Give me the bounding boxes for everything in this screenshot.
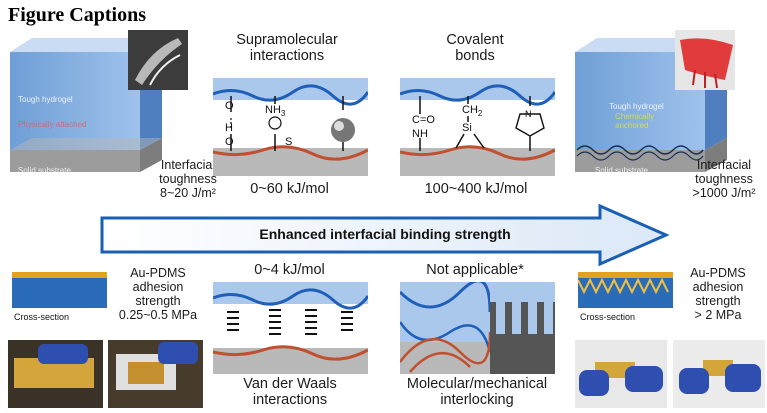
physically-attached-illustration: Tough hydrogel Physically attached Solid… [10,30,215,190]
chem-o-bottom: O [225,136,234,148]
au-pdms-left: Au-PDMS adhesion strength 0.25~0.5 MPa [108,266,208,322]
au-pdms-right: Au-PDMS adhesion strength > 2 MPa [672,266,764,322]
vdw-title: Van der Waals interactions [205,376,375,408]
physically-attached-label: Physically attached [18,120,87,129]
au-pdms-left-line2: adhesion [132,280,184,294]
tough-hydrogel-label-right: Tough hydrogel [609,102,664,111]
photos-right [575,340,765,408]
toughness-left: Interfacial toughness 8~20 J/m² [148,158,228,200]
chem-si: Si [462,122,472,134]
au-pdms-left-line1: Au-PDMS [130,266,186,280]
tough-hydrogel-label: Tough hydrogel [18,95,73,104]
covalent-title-line1: Covalent [446,32,504,48]
figure-heading: Figure Captions [8,4,146,26]
au-pdms-left-line3: strength [135,294,181,308]
chem-ch: CH [462,104,478,116]
chem-sub-3: 3 [280,109,286,119]
toughness-left-value: 8~20 J/m² [160,186,216,200]
interlock-diagram [398,279,555,374]
au-pdms-right-line2: adhesion [692,280,744,294]
supramolecular-energy: 0~60 kJ/mol [250,181,329,197]
interlock-header: Not applicable* [426,262,524,278]
chemically-anchored-illustration: Tough hydrogel Chemically anchored Solid… [575,30,765,190]
cross-section-left-label: Cross-section [14,312,70,322]
covalent-diagram: C=O NH CH2 Si N [399,78,557,176]
cross-section-right-label: Cross-section [580,312,636,322]
chem-ch2: CH2 [462,104,482,121]
cross-section-left: Cross-section [12,272,107,327]
chem-nh: NH [265,104,281,116]
chem-n-ring: N [525,109,532,119]
vdw-energy: 0~4 kJ/mol [254,262,325,278]
hydrogel-block [10,52,140,150]
toughness-right-value: >1000 J/m² [692,186,756,200]
red-hydrogel-photo [680,38,733,80]
vdw-diagram [212,282,370,374]
interlock-title-line1: Molecular/mechanical [406,376,548,392]
covalent-title-line2: bonds [455,48,495,64]
binding-strength-arrow [100,203,670,267]
interlock-title-line2: interlocking [440,392,514,408]
chem-nh-covalent: NH [412,128,428,140]
solid-substrate-label-right: Solid substrate [595,166,648,175]
chem-c-eq-o: C=O [412,114,435,126]
vdw-title-line2: interactions [252,392,328,408]
au-pdms-left-line4: 0.25~0.5 MPa [118,308,198,322]
covalent-energy: 100~400 kJ/mol [424,181,528,197]
cross-section-right: Cross-section [578,272,673,327]
hydrogel-top-face [10,38,162,52]
toughness-left-label: Interfacial toughness [159,158,217,186]
au-pdms-right-line3: strength [695,294,741,308]
toughness-right-label: Interfacial toughness [695,158,753,186]
chem-sub-2: 2 [477,109,483,119]
au-pdms-right-line4: > 2 MPa [694,308,742,322]
supramolecular-diagram: O H O NH3 S [212,78,370,176]
au-pdms-right-line1: Au-PDMS [690,266,746,280]
toughness-right: Interfacial toughness >1000 J/m² [683,158,765,200]
vdw-title-line1: Van der Waals [243,376,337,392]
chem-o-top: O [225,100,234,112]
substrate-block [10,150,140,172]
supramolecular-title-line2: interactions [249,48,325,64]
chem-nh3: NH3 [265,104,285,121]
photos-left [8,340,203,408]
chem-h: H [225,122,233,134]
chem-s: S [285,136,293,148]
interlock-title: Molecular/mechanical interlocking [392,376,562,408]
supramolecular-title: Supramolecular interactions [212,32,362,64]
supramolecular-title-line1: Supramolecular [236,32,338,48]
solid-substrate-label: Solid substrate [18,166,71,175]
chemically-anchored-label: Chemically anchored [615,112,655,130]
covalent-title: Covalent bonds [400,32,550,64]
arrow-label: Enhanced interfacial binding strength [259,226,511,242]
